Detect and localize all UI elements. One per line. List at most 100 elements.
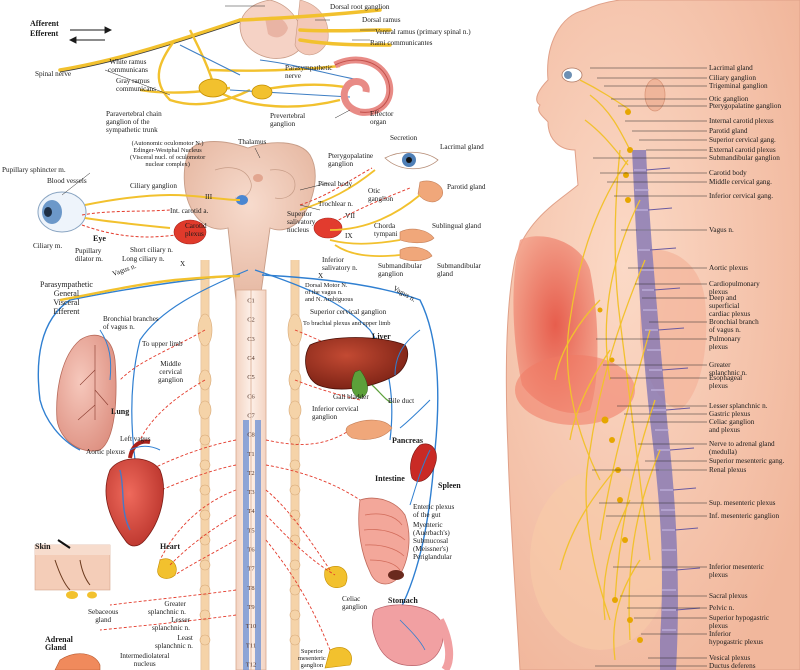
label-bronchial-branches: Bronchial branches of vagus n. [103, 315, 159, 331]
right-label-13: Vagus n. [709, 226, 734, 234]
organs [34, 334, 454, 670]
label-long-ciliary: Long ciliary n. [122, 255, 165, 263]
right-label-6: Parotid gland [709, 127, 748, 135]
right-label-23: Celiac ganglion and plexus [709, 418, 755, 434]
spine-segment-c7: C7 [247, 412, 255, 419]
label-spinal-nerve: Spinal nerve [35, 70, 72, 78]
right-label-3: Otic ganglion [709, 95, 749, 103]
label-submandibular-gland: Submandibular gland [437, 262, 481, 278]
label-paravertebral: Paravertebral chain ganglion of the symp… [106, 110, 162, 134]
spine-segment-c3: C3 [247, 336, 255, 343]
label-inferior-salivatory: Inferior salivatory n. [322, 256, 358, 272]
right-label-27: Sup. mesenteric plexus [709, 499, 776, 507]
label-bile-duct: Bile duct [388, 397, 415, 405]
label-ix: IX [345, 232, 353, 240]
label-inferior-cervical: Inferior cervical ganglion [312, 405, 359, 421]
label-parotid-gland: Parotid gland [447, 183, 486, 191]
label-thalamus: Thalamus [238, 138, 267, 146]
right-label-11: Middle cervical gang. [709, 178, 772, 186]
spine-segment-t1: T1 [247, 451, 254, 458]
right-label-25: Superior mesenteric gang. [709, 457, 785, 465]
right-label-5: Internal carotid plexus [709, 117, 774, 125]
label-vii: VII [345, 212, 355, 220]
right-label-18: Pulmonary plexus [709, 335, 741, 351]
brain-and-brainstem [37, 141, 443, 301]
right-label-33: Inferior hypogastric plexus [709, 630, 764, 646]
right-label-19: Greater splanchnic n. [709, 361, 747, 377]
spine-segment-c4: C4 [247, 355, 255, 362]
label-intestine: Intestine [375, 474, 405, 483]
label-blood-vessels: Blood vessels [47, 177, 87, 185]
right-label-0: Lacrimal gland [709, 64, 753, 72]
label-adrenal-gland: Adrenal Gland [45, 635, 73, 652]
label-x-right: X [318, 272, 324, 280]
spine-segment-t11: T11 [246, 642, 256, 649]
right-label-14: Aortic plexus [709, 264, 748, 272]
spine-segment-t4: T4 [247, 508, 255, 515]
label-celiac-ganglion: Celiac ganglion [342, 595, 368, 611]
spine-segment-c2: C2 [247, 317, 255, 324]
right-label-29: Inferior mesenteric plexus [709, 563, 764, 579]
parasympathetic-branches [99, 329, 431, 506]
label-short-ciliary: Short ciliary n. [130, 246, 173, 254]
spine-segment-t5: T5 [247, 527, 254, 534]
right-label-22: Gastric plexus [709, 410, 751, 418]
spinal-cord-column: C1C2C3C4C5C6C7C8T1T2T3T4T5T6T7T8T9T10T11… [157, 260, 352, 670]
label-chorda-tympani: Chorda tympani [374, 222, 398, 238]
label-afferent: Afferent [30, 19, 59, 28]
label-x-left: X [180, 260, 186, 268]
label-pancreas: Pancreas [392, 436, 423, 445]
right-label-12: Inferior cervical gang. [709, 192, 774, 200]
right-label-16: Deep and superficial cardiac plexus [709, 294, 751, 318]
label-left-vagus: Left vagus [120, 435, 151, 443]
right-label-10: Carotid body [709, 169, 747, 177]
label-secretion: Secretion [390, 134, 418, 142]
label-gray-ramus: Gray ramus communicans [116, 77, 156, 93]
spinal-cord-cross-section [58, 0, 394, 116]
label-prevertebral: Prevertebral ganglion [270, 112, 306, 128]
right-label-26: Renal plexus [709, 466, 747, 474]
label-stomach: Stomach [388, 596, 418, 605]
spine-segment-c5: C5 [247, 374, 255, 381]
right-label-15: Cardiopulmonary plexus [709, 280, 760, 296]
label-sebaceous: Sebaceous gland [88, 608, 119, 624]
label-sublingual: Sublingual gland [432, 222, 481, 230]
right-label-24: Nerve to adrenal gland (medulla) [709, 440, 775, 456]
label-myenteric: Myenteric (Auerbach's) Submucosal (Meiss… [413, 521, 452, 561]
label-brachial-plexus: To brachial plexus and upper limb [303, 320, 391, 327]
right-label-8: External carotid plexus [709, 146, 776, 154]
label-ciliary-m: Ciliary m. [33, 242, 63, 250]
spine-segment-c6: C6 [247, 393, 255, 400]
label-pupillary-sphincter: Pupillary sphincter m. [2, 166, 66, 174]
right-label-4: Pterygopalatine ganglion [709, 102, 782, 110]
label-pineal-body: Pineal body [318, 180, 353, 188]
label-least-splanchnic: Least splanchnic n. [155, 634, 193, 650]
right-label-35: Ductus deferens [709, 662, 756, 670]
spine-segment-t3: T3 [247, 489, 254, 496]
label-efferent: Efferent [30, 29, 59, 38]
label-carotid-plexus: Carotid plexus [185, 222, 207, 238]
label-parasympathetic-general: Parasympathetic General Visceral Efferen… [40, 280, 93, 316]
label-to-upper-limb: To upper limb [142, 340, 183, 348]
label-lung: Lung [111, 407, 130, 416]
label-ciliary-ganglion: Ciliary ganglion [130, 182, 177, 190]
spine-segment-labels: C1C2C3C4C5C6C7C8T1T2T3T4T5T6T7T8T9T10T11… [246, 298, 256, 669]
label-ventral-ramus: Ventral ramus (primary spinal n.) [375, 28, 471, 36]
right-label-17: Bronchial branch of vagus n. [709, 318, 759, 334]
label-int-carotid: Int. carotid a. [170, 207, 209, 215]
label-spleen: Spleen [438, 481, 461, 490]
spine-segment-t8: T8 [247, 585, 254, 592]
label-liver: Liver [372, 332, 391, 341]
label-middle-cervical: Middle cervical ganglion [158, 360, 184, 384]
label-dorsal-root-ganglion: Dorsal root ganglion [330, 3, 390, 11]
right-label-2: Trigeminal ganglion [709, 82, 768, 90]
label-otic-ganglion: Otic ganglion [368, 187, 394, 203]
label-trochlear: Trochlear n. [318, 200, 353, 208]
right-label-28: Inf. mesenteric ganglion [709, 512, 780, 520]
right-label-1: Ciliary ganglion [709, 74, 756, 82]
spine-segment-t7: T7 [247, 566, 255, 573]
right-label-9: Submandibular ganglion [709, 154, 780, 162]
label-skin: Skin [35, 542, 51, 551]
label-gall-bladder: Gall bladder [333, 393, 369, 401]
label-dorsal-ramus: Dorsal ramus [362, 16, 401, 24]
